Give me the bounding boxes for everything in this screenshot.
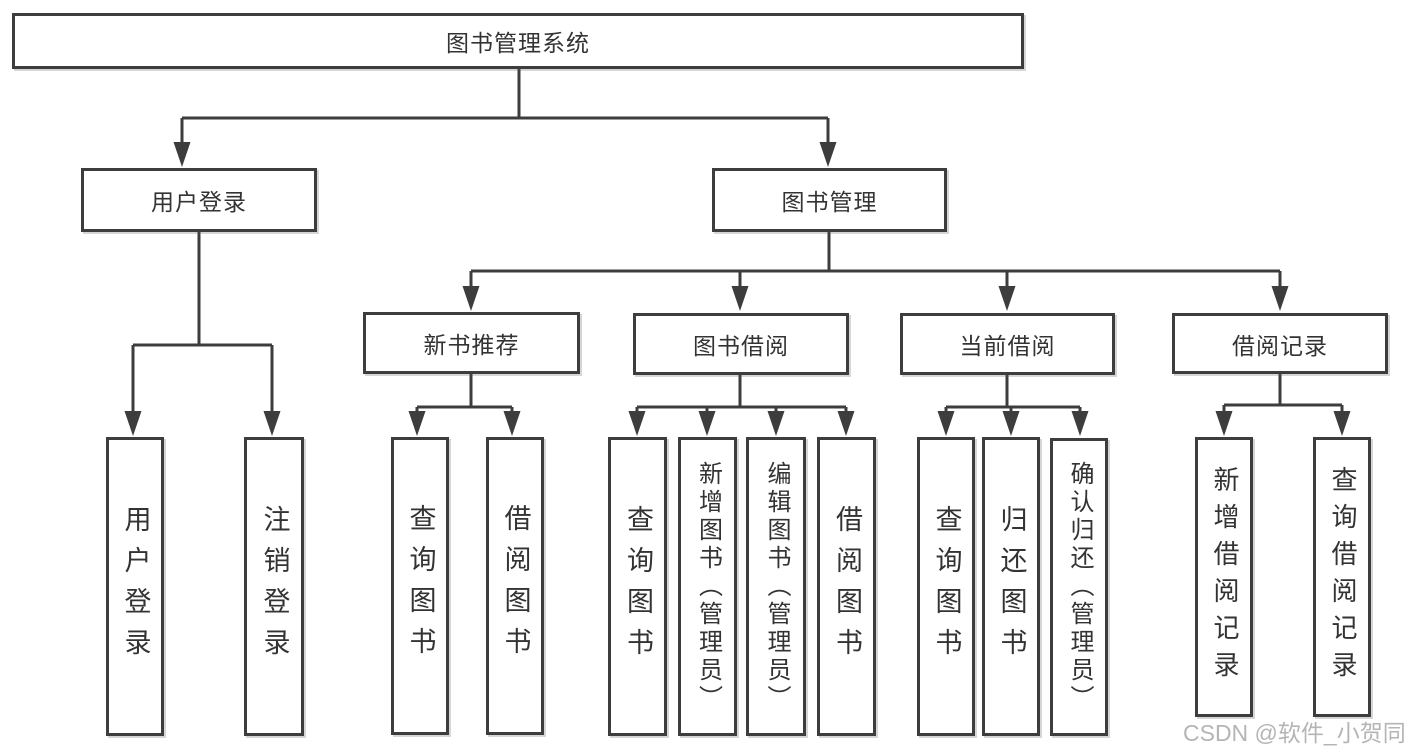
leaf-query-books-recommend: 查询图书 bbox=[391, 437, 449, 735]
leaf-edit-book-admin: 编辑图书（管理员） bbox=[746, 437, 806, 736]
arrowhead bbox=[1271, 286, 1289, 311]
arrowhead bbox=[819, 142, 837, 167]
node-label: 借阅图书 bbox=[832, 504, 862, 669]
node-label: 查询图书 bbox=[405, 504, 436, 668]
node-label: 查询图书 bbox=[931, 504, 962, 669]
csdn-watermark: CSDN @软件_小贺同学 bbox=[1183, 720, 1405, 746]
arrowhead bbox=[263, 411, 281, 436]
leaf-add-borrow-record: 新增借阅记录 bbox=[1195, 437, 1253, 717]
arrowhead bbox=[173, 142, 191, 167]
arrowhead bbox=[503, 411, 521, 436]
node-label: 图书管理 bbox=[781, 190, 878, 215]
node-label: 归还图书 bbox=[996, 504, 1027, 669]
node-label: 编辑图书（管理员） bbox=[763, 460, 789, 713]
node-label: 用户登录 bbox=[151, 190, 247, 215]
node-book-management: 图书管理 bbox=[712, 168, 947, 232]
node-library-management-system: 图书管理系统 bbox=[12, 13, 1024, 69]
arrowhead bbox=[837, 411, 855, 436]
leaf-query-books-current: 查询图书 bbox=[917, 437, 975, 736]
node-current-borrowing: 当前借阅 bbox=[900, 313, 1115, 375]
arrowhead bbox=[1333, 411, 1351, 436]
leaf-confirm-return-admin: 确认归还（管理员） bbox=[1050, 438, 1108, 736]
arrowhead bbox=[1215, 411, 1233, 436]
arrowhead bbox=[767, 411, 785, 436]
arrowhead bbox=[1071, 411, 1089, 436]
arrowhead bbox=[124, 411, 142, 436]
leaf-query-books-borrow: 查询图书 bbox=[608, 437, 667, 736]
arrowhead bbox=[1002, 411, 1020, 436]
node-label: 新增图书（管理员） bbox=[694, 460, 721, 713]
leaf-borrow-books: 借阅图书 bbox=[817, 437, 876, 736]
arrowhead bbox=[731, 286, 749, 311]
node-user-login: 用户登录 bbox=[81, 168, 317, 232]
leaf-logout: 注销登录 bbox=[244, 437, 304, 736]
arrowhead bbox=[628, 411, 646, 436]
node-label: 借阅记录 bbox=[1232, 333, 1328, 359]
node-label: 查询借阅记录 bbox=[1328, 466, 1357, 688]
arrowhead bbox=[462, 286, 480, 311]
node-label: 图书管理系统 bbox=[446, 31, 590, 56]
node-book-borrowing: 图书借阅 bbox=[633, 313, 849, 375]
node-label: 查询图书 bbox=[623, 504, 653, 669]
node-borrowing-records: 借阅记录 bbox=[1172, 313, 1388, 374]
leaf-add-book-admin: 新增图书（管理员） bbox=[678, 437, 737, 736]
node-new-book-recommendation: 新书推荐 bbox=[363, 312, 580, 374]
leaf-return-books: 归还图书 bbox=[982, 437, 1040, 736]
node-label: 确认归还（管理员） bbox=[1066, 461, 1092, 713]
node-label: 新增借阅记录 bbox=[1210, 466, 1239, 688]
arrowhead bbox=[698, 411, 716, 436]
node-label: 用户登录 bbox=[120, 504, 151, 669]
node-label: 借阅图书 bbox=[500, 504, 531, 668]
arrowhead bbox=[937, 411, 955, 436]
leaf-user-login: 用户登录 bbox=[106, 437, 164, 736]
node-label: 图书借阅 bbox=[693, 334, 789, 359]
arrowhead bbox=[998, 286, 1016, 311]
arrowhead bbox=[408, 411, 426, 436]
node-label: 新书推荐 bbox=[423, 333, 520, 358]
leaf-borrow-books-recommend: 借阅图书 bbox=[486, 437, 544, 735]
leaf-query-borrow-record: 查询借阅记录 bbox=[1313, 437, 1371, 717]
node-label: 注销登录 bbox=[259, 504, 290, 669]
node-label: 当前借阅 bbox=[959, 334, 1056, 359]
